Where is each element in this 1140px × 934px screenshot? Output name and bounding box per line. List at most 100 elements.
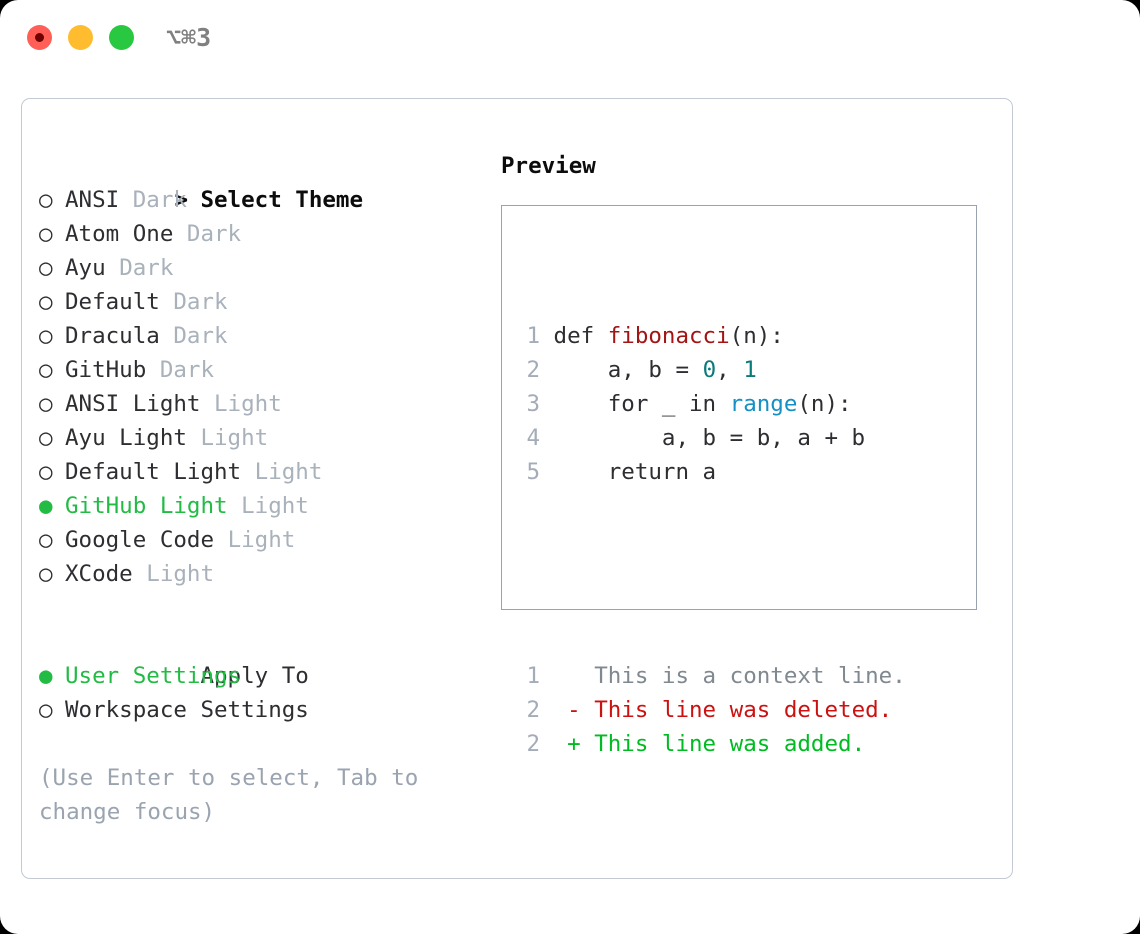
gutter-space [540, 323, 554, 349]
theme-name-label: GitHub Light [65, 493, 228, 519]
theme-name-label: Default Light [65, 459, 242, 485]
code-line-number: 4 [526, 425, 540, 451]
diff-line-text: This is a context line. [594, 663, 906, 689]
code-token-plain: (n): [729, 323, 784, 349]
theme-list-item[interactable]: ○ANSI Light Light [39, 387, 489, 421]
label-separator [241, 459, 255, 485]
radio-unselected-icon: ○ [39, 187, 53, 213]
gutter-space [540, 697, 567, 723]
radio-unselected-icon: ○ [39, 561, 53, 587]
apply-to-list-item[interactable]: ●User Settings [39, 659, 489, 693]
apply-to-list: ●User Settings ○ Workspace Settings [39, 659, 489, 727]
diff-line-text: This line was added. [594, 731, 866, 757]
code-line: 4 a, b = b, a + b [514, 421, 906, 455]
keyboard-shortcut-label: ⌥⌘3 [166, 23, 212, 52]
preview-column: Preview 1 def fibonacci(n):2 a, b = 0, 1… [501, 149, 991, 757]
gutter-space [540, 391, 554, 417]
radio-unselected-icon: ○ [39, 391, 53, 417]
theme-list-item[interactable]: ○Ayu Light Light [39, 421, 489, 455]
theme-list-item[interactable]: ○GitHub Dark [39, 353, 489, 387]
diff-line-number: 1 [526, 663, 540, 689]
theme-list-item[interactable]: ○Default Light Light [39, 455, 489, 489]
theme-category-label: Light [241, 493, 309, 519]
theme-category-label: Light [146, 561, 215, 587]
diff-line-text: This line was deleted. [594, 697, 893, 723]
theme-selection-column: >Select Theme ○ANSI Dark○Atom One Dark○A… [39, 149, 489, 829]
select-theme-header: > Select Theme [39, 149, 489, 213]
code-line-number: 3 [526, 391, 540, 417]
section-spacer [39, 591, 489, 625]
gutter-space [540, 731, 567, 757]
code-token-plain: (n): [797, 391, 852, 417]
apply-to-header: Apply To [39, 625, 489, 689]
theme-name-label: Google Code [65, 527, 215, 553]
radio-unselected-icon: ○ [39, 255, 53, 281]
diff-line: 1 This is a context line. [514, 659, 906, 693]
radio-unselected-icon: ○ [39, 527, 53, 553]
select-theme-header-label: Select Theme [200, 187, 364, 213]
theme-category-label: Dark [173, 289, 228, 315]
radio-unselected-icon: ○ [39, 221, 53, 247]
cursor-caret-icon: > [174, 187, 189, 213]
theme-category-label: Light [227, 527, 296, 553]
theme-list-item[interactable]: ●GitHub Light Light [39, 489, 489, 523]
code-token-built: range [729, 391, 798, 417]
theme-list-item[interactable]: ○ANSI Dark [39, 183, 489, 217]
apply-to-label: Workspace Settings [65, 697, 309, 723]
diff-line: 2 + This line was added. [514, 727, 906, 761]
theme-list-item[interactable]: ○ Default Dark [39, 285, 489, 319]
label-separator [146, 357, 160, 383]
code-token-plain: return a [553, 459, 717, 485]
diff-line-number: 2 [526, 731, 540, 757]
theme-list-item[interactable]: ○Atom One Dark [39, 217, 489, 251]
traffic-lights [27, 25, 134, 50]
gutter-space [581, 731, 595, 757]
theme-category-label: Dark [119, 255, 174, 281]
radio-unselected-icon: ○ [39, 289, 53, 315]
code-token-plain: a, b = b, a + b [553, 425, 866, 451]
apply-to-list-item[interactable]: ○ Workspace Settings [39, 693, 489, 727]
label-separator [228, 493, 242, 519]
preview-title: Preview [501, 153, 596, 179]
maximize-button-icon[interactable] [109, 25, 134, 50]
theme-name-label: Ayu [65, 255, 106, 281]
close-button-icon[interactable] [27, 25, 52, 50]
theme-list-item[interactable]: ○ Ayu Dark [39, 251, 489, 285]
gutter-space [581, 697, 595, 723]
label-separator [214, 527, 228, 553]
gutter-space [540, 663, 567, 689]
code-diff-spacer [514, 557, 906, 591]
theme-name-label: Ayu Light [65, 425, 187, 451]
theme-name-label: Atom One [65, 221, 174, 247]
code-line-number: 2 [526, 357, 540, 383]
theme-list-item[interactable]: ○ XCode Light [39, 557, 489, 591]
code-token-plain: def [553, 323, 608, 349]
radio-unselected-icon: ○ [39, 459, 53, 485]
code-line-number: 1 [526, 323, 540, 349]
theme-list-item[interactable]: ○ Google Code Light [39, 523, 489, 557]
code-token-num: 0 [702, 357, 717, 383]
radio-unselected-icon: ○ [39, 357, 53, 383]
gutter-space [581, 663, 595, 689]
minimize-button-icon[interactable] [68, 25, 93, 50]
diff-sample: 1 This is a context line.2 - This line w… [514, 659, 906, 761]
code-line-number: 5 [526, 459, 540, 485]
label-separator [119, 187, 133, 213]
diff-line: 2 - This line was deleted. [514, 693, 906, 727]
theme-name-label: Default [65, 289, 160, 315]
diff-line-number: 2 [526, 697, 540, 723]
label-separator [160, 289, 174, 315]
theme-name-label: XCode [65, 561, 133, 587]
code-token-num: 1 [743, 357, 757, 383]
theme-list-item[interactable]: ○Dracula Dark [39, 319, 489, 353]
theme-name-label: GitHub [65, 357, 147, 383]
diff-sign-del: - [567, 697, 581, 723]
radio-unselected-icon: ○ [39, 425, 53, 451]
apply-to-header-label: Apply To [200, 663, 309, 689]
gutter-space [540, 357, 554, 383]
diff-sign-add: + [567, 731, 581, 757]
theme-name-label: ANSI Light [65, 391, 201, 417]
theme-name-label: Dracula [65, 323, 160, 349]
radio-unselected-icon: ○ [39, 697, 53, 723]
